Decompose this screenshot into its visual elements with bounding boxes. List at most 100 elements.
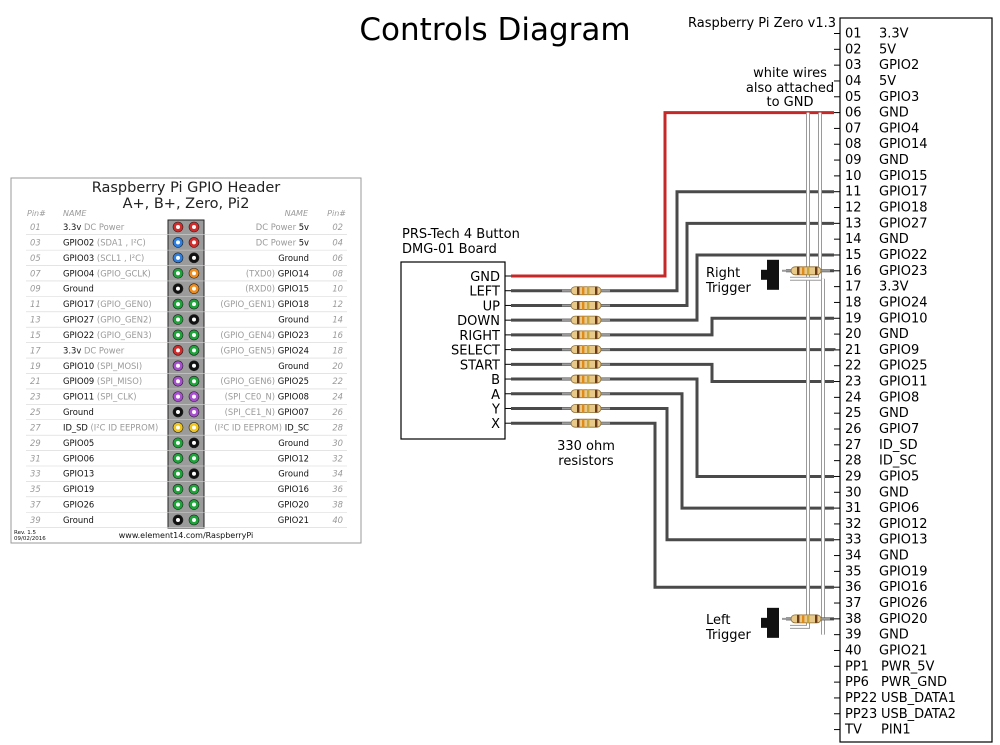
right-pin-function: (SPI_CE1_N) xyxy=(225,407,278,417)
right-trigger-label-line-1: Right xyxy=(706,266,740,281)
resistor-band xyxy=(807,614,810,623)
left-pin-label: GPIO05 xyxy=(63,438,94,448)
left-pin-number: 35 xyxy=(30,484,41,494)
gpio-header-card: Raspberry Pi GPIO Header A+, B+, Zero, P… xyxy=(10,177,362,544)
pi-pin-number: 02 xyxy=(845,42,862,57)
board-pin-label: A xyxy=(491,388,500,403)
resistor-band xyxy=(582,345,585,354)
right-pin-name: Ground xyxy=(278,469,309,479)
pi-pin-name: GPIO4 xyxy=(879,121,919,136)
resistor-band xyxy=(815,614,818,623)
left-pin-dot-hole xyxy=(176,271,180,276)
right-pin-label: (GPIO_GEN4) GPIO23 xyxy=(220,330,309,340)
right-pin-label: (I²C ID EEPROM) ID_SC xyxy=(214,422,309,432)
right-pin-number: 34 xyxy=(332,469,343,479)
left-pin-name: GPIO09 xyxy=(63,376,94,386)
resistor-band xyxy=(797,614,800,623)
right-wire xyxy=(511,316,834,337)
resistor-band xyxy=(587,360,590,369)
left-pin-number: 21 xyxy=(30,376,41,386)
pi-pin-number: PP6 xyxy=(845,675,869,690)
board-title-line-1: PRS-Tech 4 Button xyxy=(402,227,520,242)
right-pin-label: (GPIO_GEN5) GPIO24 xyxy=(220,345,309,355)
right-pin-dot-hole xyxy=(192,302,196,307)
pi-pin-name: GPIO19 xyxy=(879,564,928,579)
right-pin-number: 38 xyxy=(332,500,343,510)
pi-pin-name: USB_DATA2 xyxy=(881,707,956,722)
board-pin-label: B xyxy=(491,373,500,388)
left-pin-label: GPIO10 (SPI_MOSI) xyxy=(63,361,142,371)
left-pin-name: Ground xyxy=(63,515,94,525)
left-pin-function: (GPIO_GEN2) xyxy=(94,315,151,325)
right-pin-number: 02 xyxy=(332,222,343,232)
pin-column-header-right: Pin# xyxy=(327,209,346,218)
white-wires-note-line-2: also attached xyxy=(746,81,834,96)
resistor-330-ohm xyxy=(562,389,610,399)
right-pin-label: Ground xyxy=(278,361,309,371)
resistor-band xyxy=(577,330,580,339)
pi-pin-number: 32 xyxy=(845,517,862,532)
right-pin-name: 5v xyxy=(299,222,309,232)
resistor-330-ohm xyxy=(562,404,610,413)
left-pin-number: 39 xyxy=(30,515,41,525)
pi-pin-name: GPIO24 xyxy=(879,295,928,310)
pi-pin-number: 39 xyxy=(845,628,862,643)
pi-pin-name: GPIO14 xyxy=(879,137,928,152)
right-pin-name: GPIO23 xyxy=(278,330,309,340)
left-pin-number: 31 xyxy=(30,453,41,463)
name-column-header-left: NAME xyxy=(63,209,87,218)
left-pin-function: (GPIO_GCLK) xyxy=(94,268,150,278)
left-pin-number: 11 xyxy=(30,299,41,309)
pi-pin-name: ID_SC xyxy=(879,454,917,469)
left-pin-function: (I²C ID EEPROM) xyxy=(88,422,158,432)
right-pin-label: GPIO16 xyxy=(278,484,309,494)
white-wires-note-line-1: white wires xyxy=(753,66,827,81)
left-pin-number: 23 xyxy=(30,392,41,402)
right-pin-number: 32 xyxy=(332,453,343,463)
resistor-band xyxy=(577,360,580,369)
right-pin-dot-hole xyxy=(192,363,196,368)
pi-pin-number: 34 xyxy=(845,549,862,564)
pi-pin-number: 27 xyxy=(845,438,862,453)
right-pin-number: 12 xyxy=(332,299,343,309)
resistor-330-ohm xyxy=(562,315,610,325)
resistor-band xyxy=(582,360,585,369)
resistor-band xyxy=(587,419,590,428)
right-trigger-resistor xyxy=(782,266,830,276)
resistor-band xyxy=(582,330,585,339)
left-pin-label: GPIO26 xyxy=(63,500,94,510)
right-pin-label: (SPI_CE1_N) GPIO07 xyxy=(225,407,309,417)
pi-pin-name: GND xyxy=(879,327,909,342)
right-pin-name: GPIO07 xyxy=(278,407,309,417)
pi-pin-name: GPIO5 xyxy=(879,469,919,484)
pi-pin-number: 18 xyxy=(845,295,862,310)
left-pin-function: DC Power xyxy=(81,345,124,355)
resistor-330-ohm xyxy=(562,330,610,340)
left-pin-number: 09 xyxy=(30,284,41,294)
left-pin-name: Ground xyxy=(63,284,94,294)
pi-pin-number: 03 xyxy=(845,58,862,73)
right-pin-number: 04 xyxy=(332,237,343,247)
switch-lever xyxy=(761,617,768,628)
pi-pin-number: 26 xyxy=(845,422,862,437)
left-pin-name: GPIO27 xyxy=(63,315,94,325)
right-pin-name: GPIO12 xyxy=(278,453,309,463)
right-pin-dot-hole xyxy=(192,502,196,507)
board-pin-label: START xyxy=(460,358,500,373)
resistor-band xyxy=(815,266,818,275)
resistor-330-ohm xyxy=(562,418,610,428)
pi-pin-name: PIN1 xyxy=(881,723,911,738)
pi-pin-number: 14 xyxy=(845,232,862,247)
pi-pin-name: GPIO23 xyxy=(879,264,928,279)
board-pin-label: GND xyxy=(470,270,500,285)
resistor-band xyxy=(587,375,590,384)
white-gnd-wire-2-core xyxy=(790,112,821,280)
left-pin-label: GPIO11 (SPI_CLK) xyxy=(63,392,137,402)
left-pin-function: (SCL1 , I²C) xyxy=(94,253,144,263)
right-pin-name: GPIO25 xyxy=(278,376,309,386)
right-pin-dot-hole xyxy=(192,348,196,353)
